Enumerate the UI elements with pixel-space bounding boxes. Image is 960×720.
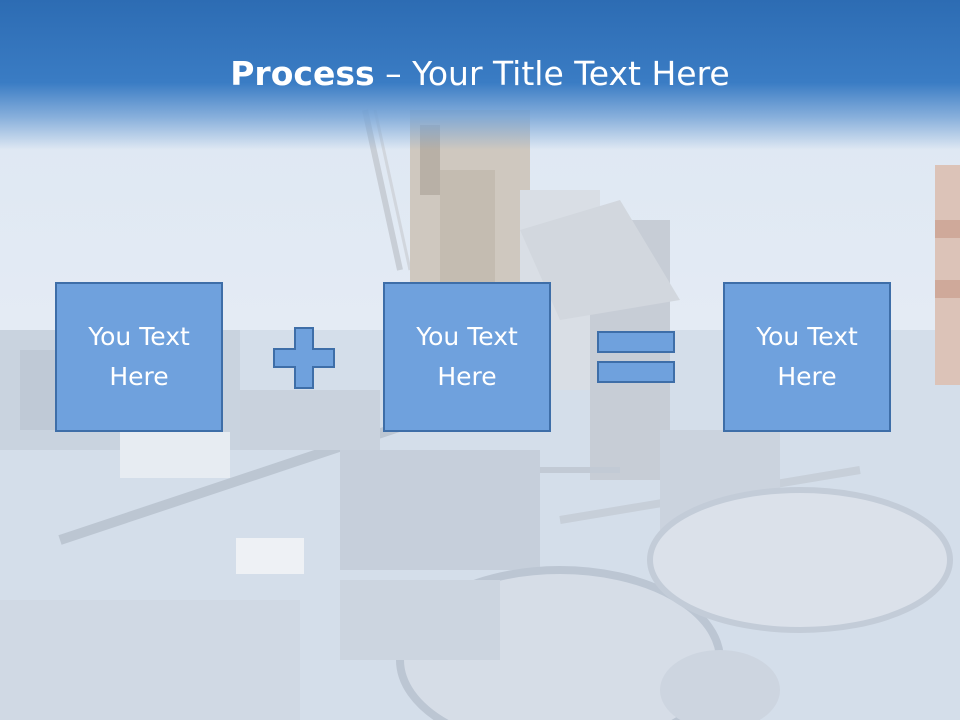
title-rest: – Your Title Text Here	[374, 54, 730, 93]
title-band	[0, 0, 960, 150]
process-box-3[interactable]: You Text Here	[723, 282, 891, 432]
equals-icon	[597, 331, 675, 383]
plus-icon	[273, 327, 335, 389]
process-box-1[interactable]: You Text Here	[55, 282, 223, 432]
process-box-2[interactable]: You Text Here	[383, 282, 551, 432]
slide-title: Process – Your Title Text Here	[0, 52, 960, 96]
title-bold: Process	[230, 54, 375, 93]
